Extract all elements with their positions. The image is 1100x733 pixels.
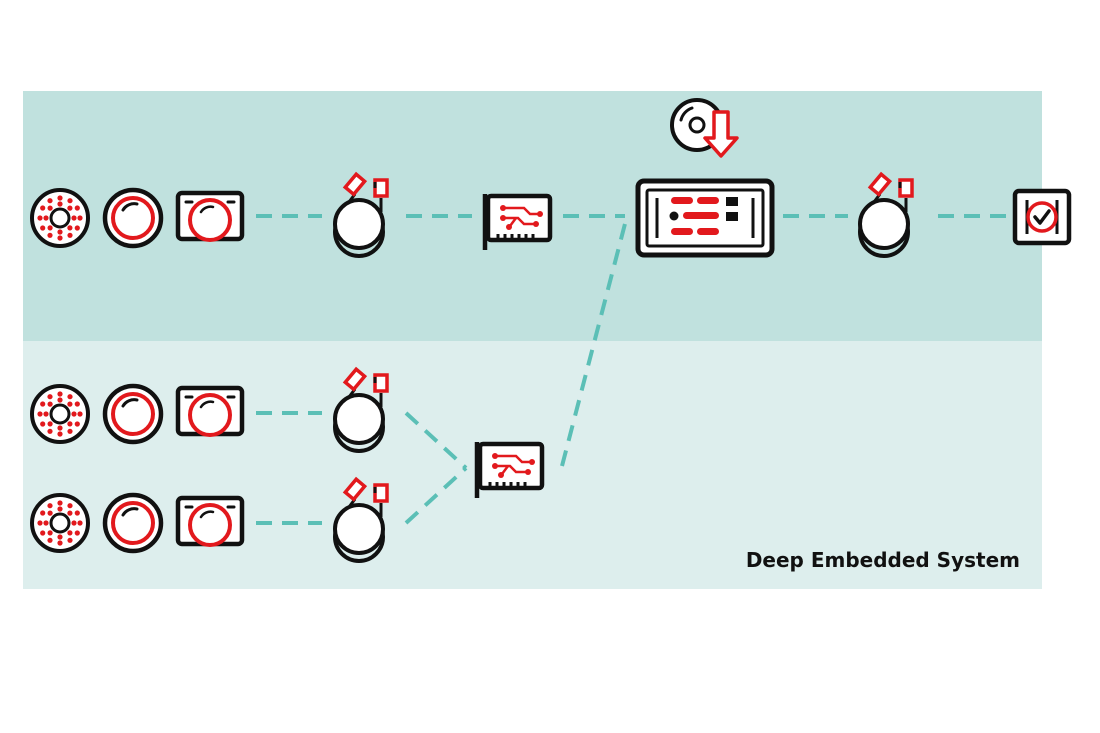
lens-icon xyxy=(105,386,161,442)
camera-icon xyxy=(178,193,242,240)
system-label: Deep Embedded System xyxy=(745,548,1020,572)
frame-grabber-card-icon xyxy=(477,442,542,498)
lens-icon xyxy=(105,190,161,246)
ring-light-icon xyxy=(30,384,90,444)
link-card-controller-lower xyxy=(560,219,628,467)
frame-grabber-card-icon xyxy=(485,194,550,250)
software-download-icon xyxy=(670,98,739,158)
camera-icon xyxy=(178,388,242,435)
inspection-check-icon xyxy=(1012,188,1072,246)
ring-light-icon xyxy=(30,188,90,248)
embedded-controller-icon xyxy=(635,178,775,258)
link-cable-card-bottom xyxy=(404,466,468,525)
connection-links xyxy=(256,214,1008,525)
camera-icon xyxy=(178,498,242,545)
link-cable-card-middle xyxy=(404,411,468,470)
ring-light-icon xyxy=(30,493,90,553)
lens-icon xyxy=(105,495,161,551)
